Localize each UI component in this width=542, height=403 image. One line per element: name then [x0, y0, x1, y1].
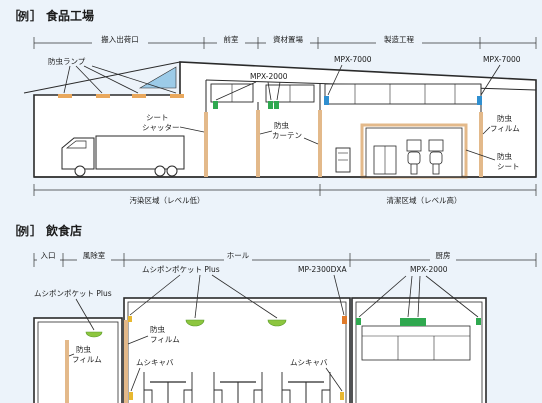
table-set-icon	[213, 372, 263, 403]
label-mpx2000-restaurant: MPX-2000	[410, 265, 448, 274]
factory-contaminated-zone: 汚染区域（レベル低）	[130, 195, 205, 205]
restaurant-bracket-open: ［	[8, 223, 20, 238]
trap-green-icon	[356, 318, 361, 325]
label-curtain-2: カーテン	[272, 131, 302, 140]
factory-zone-loading: 搬入出荷口	[101, 34, 139, 44]
factory-building	[23, 61, 537, 179]
label-insect-lamp: 防虫ランプ	[48, 56, 86, 66]
label-sheet-shutter-2: シャッター	[142, 123, 180, 132]
restaurant-callouts: ムシポンポケット Plus ムシポンポケット Plus MP-2300DXA M…	[34, 265, 479, 392]
label-catcher-left: ムシキャバ	[136, 358, 174, 367]
factory-area-dimension: 汚染区域（レベル低） 清潔区域（レベル高）	[33, 184, 537, 205]
restaurant-curtains	[65, 320, 128, 403]
trap-green-icon	[274, 101, 279, 109]
restaurant-zone-dimension: 入口 風除室 ホール 厨房	[33, 250, 537, 267]
factory-callouts: 防虫ランプ MPX-2000 MPX-7000 MPX-7000 シート シャッ…	[48, 55, 521, 171]
curtain-strip	[256, 110, 260, 177]
label-mpx7000-b: MPX-7000	[483, 55, 521, 64]
factory-heading: ［ 例 ］ 食品工場	[8, 8, 94, 23]
factory-zone-materials: 資材置場	[273, 34, 303, 44]
label-mp2300: MP-2300DXA	[298, 265, 348, 274]
trap-yellow-icon	[128, 316, 132, 322]
label-curtain-1: 防虫	[274, 120, 289, 130]
trap-green-icon	[476, 318, 481, 325]
pocket-trap-icon	[85, 331, 103, 338]
factory-zone-dimension: 搬入出荷口 前室 資材置場 製造工程	[33, 34, 537, 49]
label-mpx2000-factory: MPX-2000	[250, 72, 288, 81]
label-catcher-right: ムシキャバ	[290, 358, 328, 367]
restaurant-zone-entrance: 入口	[41, 251, 56, 260]
restaurant-bracket-close: ］	[30, 223, 42, 238]
trap-orange-icon	[342, 316, 347, 324]
factory-bracket-open: ［	[8, 8, 20, 23]
label-film-entry-2: フィルム	[72, 355, 102, 364]
label-sheet-shutter-1: シート	[146, 113, 169, 122]
restaurant-building	[33, 297, 487, 403]
sheet-shutter-strip	[204, 112, 208, 177]
catcher-left-icon	[129, 392, 133, 400]
label-film-entry-1: 防虫	[76, 344, 91, 354]
label-mpx7000-a: MPX-7000	[334, 55, 372, 64]
trap-green-icon	[400, 318, 426, 326]
factory-zone-anteroom: 前室	[224, 34, 239, 44]
label-pocket-left: ムシポンポケット Plus	[34, 289, 112, 298]
curtain-strip	[318, 110, 322, 177]
entry-film-strip	[65, 340, 69, 403]
label-film-2: フィルム	[490, 124, 520, 133]
factory-curtains	[204, 110, 483, 177]
pocket-trap-icon	[267, 319, 287, 327]
film-strip	[479, 112, 483, 177]
table-set-icon	[143, 372, 193, 403]
factory-insect-lamps	[58, 94, 184, 98]
catcher-right-icon	[340, 392, 344, 400]
trap-blue-icon	[324, 96, 329, 105]
restaurant-traps	[85, 316, 481, 400]
lamp-icon	[58, 94, 72, 98]
lamp-icon	[96, 94, 110, 98]
table-set-icon	[281, 372, 331, 403]
lamp-icon	[170, 94, 184, 98]
hall-film-strip	[124, 320, 128, 403]
label-sheet-2: シート	[497, 162, 520, 171]
trap-green-icon	[268, 101, 273, 109]
factory-clean-zone: 清潔区域（レベル高）	[387, 195, 462, 205]
lamp-icon	[132, 94, 146, 98]
restaurant-zone-kitchen: 厨房	[436, 250, 451, 260]
trap-blue-icon	[477, 96, 482, 105]
restaurant-zone-hall: ホール	[227, 251, 250, 260]
restaurant-heading: ［ 例 ］ 飲食店	[8, 223, 82, 238]
truck-icon	[61, 135, 185, 177]
factory-title: 食品工場	[45, 8, 94, 23]
label-film-hall-1: 防虫	[150, 324, 165, 334]
trap-green-icon	[213, 101, 218, 109]
label-film-1: 防虫	[497, 113, 512, 123]
pocket-trap-icon	[185, 319, 205, 327]
restaurant-zone-windbreak: 風除室	[83, 250, 106, 260]
restaurant-example-label: 例	[18, 224, 29, 238]
label-sheet-1: 防虫	[497, 151, 512, 161]
label-pocket-center: ムシポンポケット Plus	[142, 265, 220, 274]
factory-traps	[213, 96, 482, 109]
factory-bracket-close: ］	[30, 8, 42, 23]
factory-example-label: 例	[18, 9, 29, 23]
restaurant-title: 飲食店	[45, 223, 82, 238]
label-film-hall-2: フィルム	[150, 335, 180, 344]
factory-zone-production: 製造工程	[384, 34, 414, 44]
